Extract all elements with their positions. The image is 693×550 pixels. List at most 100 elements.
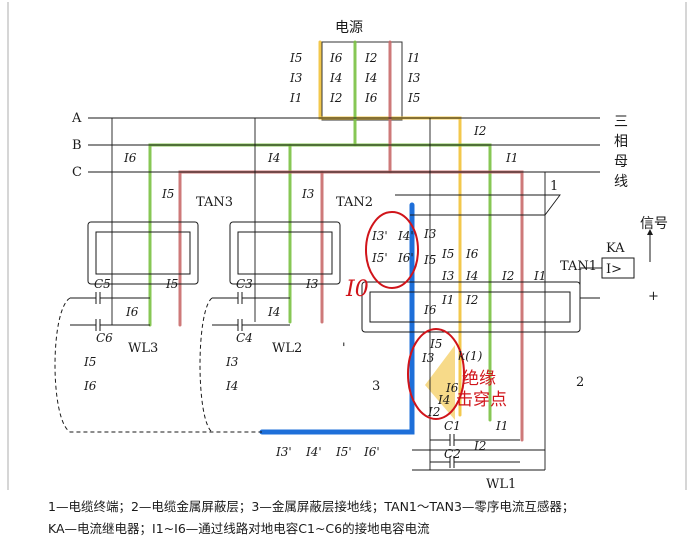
- tan2-label: TAN2: [336, 195, 373, 210]
- bus-labels: A B C 三 相 母 线: [71, 111, 628, 190]
- ground-currents: I3' I4' I5' I6': [275, 445, 380, 459]
- svg-text:I2: I2: [465, 293, 478, 307]
- svg-text:I1: I1: [441, 293, 454, 307]
- svg-text:I6': I6': [363, 445, 380, 459]
- svg-text:C6: C6: [96, 331, 113, 345]
- callout-1: 1: [550, 179, 558, 194]
- svg-text:I4': I4': [305, 445, 322, 459]
- svg-text:I3': I3': [371, 229, 388, 243]
- svg-text:I6: I6: [423, 303, 437, 317]
- svg-text:I5: I5: [407, 91, 420, 105]
- svg-text:I2: I2: [473, 439, 486, 453]
- fault-label-2: 击穿点: [456, 390, 507, 410]
- svg-text:I2: I2: [427, 405, 440, 419]
- caption-line-1: 1—电缆终端；2—电缆金属屏蔽层；3—金属屏蔽层接地线；TAN1～TAN3—零序…: [48, 499, 575, 514]
- svg-text:I4': I4': [397, 229, 414, 243]
- callout-3: 3: [372, 379, 380, 394]
- svg-text:I5: I5: [161, 187, 174, 201]
- svg-text:I3: I3: [225, 355, 239, 369]
- plus-label: +: [648, 289, 659, 304]
- bus-c-label: C: [72, 165, 82, 180]
- busbar-char-1: 三: [614, 114, 628, 130]
- svg-text:I6: I6: [125, 305, 139, 319]
- relay-ka: I> KA 信号 +: [579, 216, 668, 304]
- power-source: 电源: [321, 20, 403, 121]
- svg-text:I6': I6': [397, 251, 414, 265]
- svg-text:C4: C4: [236, 331, 253, 345]
- zero-seq-label: I0: [345, 277, 369, 302]
- svg-text:I5': I5': [335, 445, 352, 459]
- svg-text:I4: I4: [267, 305, 280, 319]
- annotations: I0 绝缘 击穿点 k(1): [345, 211, 507, 420]
- signal-label: 信号: [640, 216, 668, 232]
- svg-text:I4: I4: [437, 393, 450, 407]
- svg-text:I3: I3: [301, 187, 315, 201]
- power-label: 电源: [335, 20, 363, 36]
- tan3-label: TAN3: [196, 195, 233, 210]
- bus-b-label: B: [72, 138, 82, 153]
- svg-text:I6: I6: [123, 151, 137, 165]
- fault-currents: I5 I3 I6 I4 I2: [421, 337, 459, 419]
- svg-text:I2: I2: [329, 91, 342, 105]
- svg-text:I3': I3': [275, 445, 292, 459]
- busbar-char-4: 线: [614, 174, 628, 190]
- svg-text:I3: I3: [423, 227, 437, 241]
- callout-numbers: 1 2 3 ': [342, 179, 584, 394]
- svg-text:I5: I5: [441, 247, 454, 261]
- svg-text:C5: C5: [94, 277, 111, 291]
- svg-text:I4: I4: [267, 151, 280, 165]
- svg-text:I4: I4: [364, 71, 377, 85]
- cable-currents: I3' I5' I4' I6' I3 I5 I6 I5 I3 I1 I6 I4 …: [371, 227, 546, 317]
- svg-text:I1: I1: [495, 419, 508, 433]
- left-currents: I5 I6 I3 I4: [83, 355, 239, 393]
- relay-label: KA: [606, 241, 625, 256]
- svg-text:C2: C2: [444, 447, 461, 461]
- svg-text:I5: I5: [289, 51, 302, 65]
- svg-text:I1: I1: [407, 51, 420, 65]
- bus-a-label: A: [71, 111, 82, 126]
- svg-text:I1: I1: [533, 269, 546, 283]
- svg-text:I6: I6: [465, 247, 479, 261]
- busbar-char-3: 母: [614, 154, 628, 170]
- svg-text:I6: I6: [364, 91, 378, 105]
- svg-text:I1: I1: [289, 91, 302, 105]
- wl-currents: I5 I6 I3 I4 I1 I2: [125, 277, 508, 453]
- svg-text:I6: I6: [83, 379, 97, 393]
- svg-text:I3: I3: [421, 351, 435, 365]
- wl3-label: WL3: [128, 341, 158, 356]
- transformer-rings: [87, 221, 581, 333]
- svg-text:I4: I4: [225, 379, 238, 393]
- fault-label-1: 绝缘: [462, 369, 496, 389]
- line-labels: WL3 WL2 WL1: [128, 341, 516, 492]
- svg-text:I3: I3: [289, 71, 303, 85]
- svg-text:I5: I5: [429, 337, 442, 351]
- busbar-char-2: 相: [614, 134, 628, 150]
- svg-text:I1: I1: [505, 151, 518, 165]
- capacitors: C5 C6 C3 C4 C1 C2: [54, 277, 520, 468]
- svg-text:I5: I5: [83, 355, 96, 369]
- svg-text:I4: I4: [329, 71, 342, 85]
- tan1-label: TAN1: [560, 259, 597, 274]
- svg-text:I2: I2: [473, 124, 486, 138]
- relay-symbol: I>: [606, 262, 622, 277]
- svg-text:I3: I3: [305, 277, 319, 291]
- fault-k-label: k(1): [458, 349, 483, 363]
- caption-line-2: KA—电流继电器；I1~I6—通过线路对地电容C1~C6的接地电容电流: [48, 521, 430, 536]
- source-currents: I5 I3 I1 I6 I4 I2 I2 I4 I6 I1 I3 I5: [289, 51, 421, 105]
- svg-text:I4: I4: [465, 269, 478, 283]
- svg-text:I3: I3: [407, 71, 421, 85]
- svg-text:I2: I2: [364, 51, 377, 65]
- svg-text:I5: I5: [165, 277, 178, 291]
- svg-text:I5': I5': [371, 251, 388, 265]
- prime-mark: ': [342, 341, 346, 356]
- wl1-label: WL1: [486, 477, 516, 492]
- bus-currents: I2 I1 I6 I4 I5 I3: [123, 124, 518, 201]
- svg-text:C1: C1: [444, 419, 461, 433]
- transformer-labels: TAN3 TAN2 TAN1: [196, 195, 597, 274]
- svg-text:I6: I6: [329, 51, 343, 65]
- svg-text:I6: I6: [445, 381, 459, 395]
- callout-2: 2: [576, 375, 584, 390]
- svg-text:I3: I3: [441, 269, 455, 283]
- wl2-label: WL2: [272, 341, 302, 356]
